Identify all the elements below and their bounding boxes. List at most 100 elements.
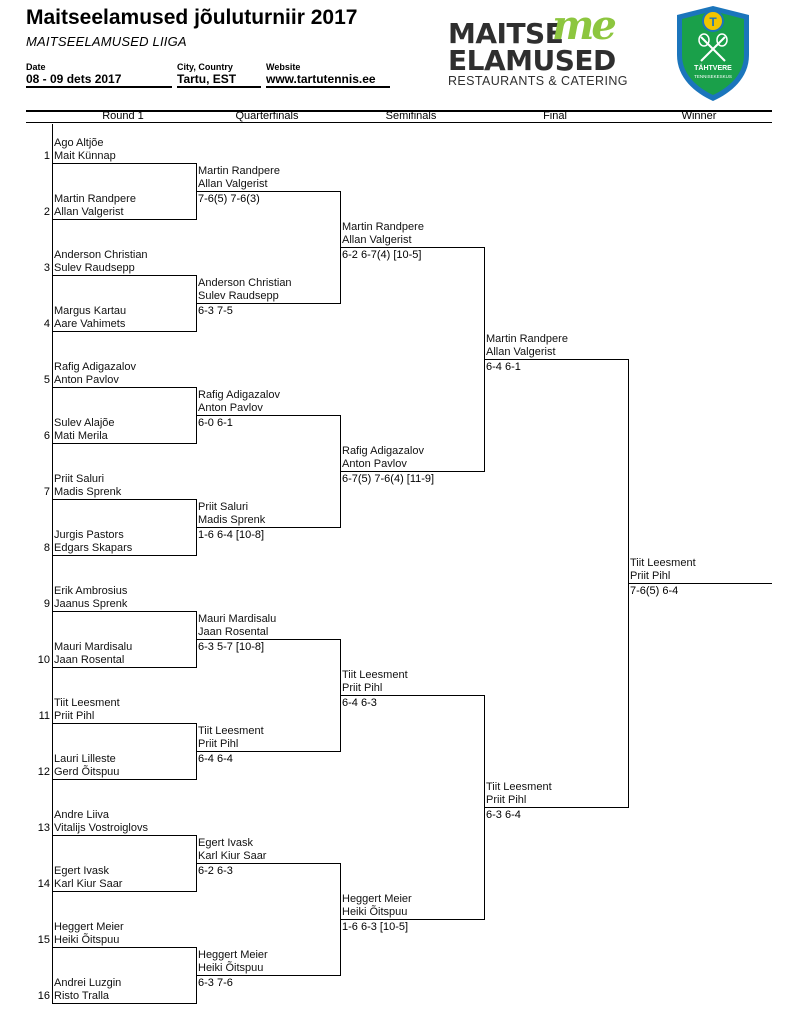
round1-line (52, 1003, 196, 1004)
qf-player: Priit Saluri (198, 501, 249, 513)
final-player: Tiit Leesment (486, 781, 552, 793)
qf-player: Martin Randpere (198, 165, 280, 177)
round1-partner: Aare Vahimets (54, 318, 126, 330)
round1-partner: Allan Valgerist (54, 206, 124, 218)
round1-line (52, 947, 196, 948)
round1-seed: 15 (37, 934, 50, 946)
final-line (484, 359, 628, 360)
round1-player: Margus Kartau (54, 305, 127, 317)
qf-partner: Karl Kiur Saar (198, 850, 267, 862)
round1-seed: 7 (43, 486, 50, 498)
sf-line (340, 919, 484, 920)
round1-line (52, 891, 196, 892)
round1-partner: Anton Pavlov (54, 374, 119, 386)
sf-partner: Anton Pavlov (342, 458, 407, 470)
sf-score: 1-6 6-3 [10-5] (342, 921, 409, 933)
sf-score: 6-4 6-3 (342, 697, 377, 709)
club-logo: T TÄHTVERE TENNISEKESKUS (673, 3, 753, 103)
round1-line (52, 275, 196, 276)
sf-partner: Heiki Õitspuu (342, 906, 408, 918)
sf-player: Heggert Meier (342, 893, 412, 905)
round1-player: Egert Ivask (54, 865, 110, 877)
sf-line (340, 471, 484, 472)
round1-seed: 6 (43, 430, 50, 442)
round-header-bottom-line (26, 122, 772, 123)
qf-partner: Anton Pavlov (198, 402, 263, 414)
round1-line (52, 219, 196, 220)
round1-seed: 8 (43, 542, 50, 554)
round1-seed: 2 (43, 206, 50, 218)
round1-line (52, 499, 196, 500)
date-value: 08 - 09 dets 2017 (26, 72, 122, 86)
sf-score: 6-2 6-7(4) [10-5] (342, 249, 422, 261)
round1-player: Anderson Christian (54, 249, 148, 261)
round1-partner: Vitalijs Vostroiglovs (54, 822, 148, 834)
round1-partner: Sulev Raudsepp (54, 262, 135, 274)
round1-line (52, 331, 196, 332)
round1-line (52, 611, 196, 612)
city-underline (177, 86, 261, 88)
round1-seed: 10 (37, 654, 50, 666)
qf-score: 1-6 6-4 [10-8] (198, 529, 265, 541)
sf-line (340, 247, 484, 248)
round-label-semifinals: Semifinals (385, 110, 437, 122)
final-player: Martin Randpere (486, 333, 568, 345)
round1-partner: Edgars Skapars (54, 542, 133, 554)
round1-line (52, 723, 196, 724)
round1-seed: 13 (37, 822, 50, 834)
round1-partner: Karl Kiur Saar (54, 878, 123, 890)
round-label-winner: Winner (681, 110, 717, 122)
winner-score: 7-6(5) 6-4 (630, 585, 679, 597)
qf-line (196, 191, 340, 192)
winner-line (628, 583, 772, 584)
round1-seed: 11 (38, 710, 50, 722)
sf-line (340, 695, 484, 696)
round1-seed: 1 (43, 150, 50, 162)
final-line (484, 807, 628, 808)
round1-player: Ago Altjõe (54, 137, 104, 149)
round1-line (52, 443, 196, 444)
round1-player: Tiit Leesment (54, 697, 120, 709)
round-header-top-line (26, 110, 772, 112)
qf-score: 6-3 5-7 [10-8] (198, 641, 265, 653)
round1-partner: Heiki Õitspuu (54, 934, 120, 946)
round1-player: Andre Liiva (54, 809, 110, 821)
qf-score: 7-6(5) 7-6(3) (198, 193, 260, 205)
winner-partner: Priit Pihl (630, 570, 671, 582)
round1-player: Priit Saluri (54, 473, 105, 485)
website-link[interactable]: www.tartutennis.ee (266, 72, 376, 86)
round1-seed: 3 (43, 262, 50, 274)
round1-partner: Madis Sprenk (54, 486, 122, 498)
round1-player: Mauri Mardisalu (54, 641, 133, 653)
sf-score: 6-7(5) 7-6(4) [11-9] (342, 473, 435, 485)
sponsor-line-2: ELAMUSED (448, 44, 616, 77)
round1-partner: Jaan Rosental (54, 654, 125, 666)
qf-line (196, 751, 340, 752)
qf-partner: Madis Sprenk (198, 514, 266, 526)
round-label-final: Final (543, 110, 567, 122)
sponsor-me-mark: me (552, 2, 617, 49)
round1-partner: Mati Merila (54, 430, 108, 442)
round1-partner: Priit Pihl (54, 710, 95, 722)
qf-score: 6-0 6-1 (198, 417, 233, 429)
round1-left-border (52, 124, 53, 1004)
round1-player: Jurgis Pastors (54, 529, 124, 541)
sf-player: Rafig Adigazalov (342, 445, 424, 457)
qf-player: Anderson Christian (198, 277, 292, 289)
round-label-quarterfinals: Quarterfinals (235, 110, 299, 122)
round1-player: Martin Randpere (54, 193, 136, 205)
round1-player: Lauri Lilleste (54, 753, 116, 765)
round1-partner: Jaanus Sprenk (54, 598, 128, 610)
round1-seed: 14 (37, 878, 50, 890)
date-label: Date (26, 62, 46, 72)
qf-line (196, 415, 340, 416)
round1-player: Sulev Alajõe (54, 417, 115, 429)
club-shield-icon: T (677, 6, 749, 101)
page-title: Maitseelamused jõuluturniir 2017 (26, 6, 358, 29)
website-label: Website (266, 62, 301, 72)
qf-partner: Heiki Õitspuu (198, 962, 264, 974)
round1-line (52, 779, 196, 780)
winner-player: Tiit Leesment (630, 557, 696, 569)
round1-player: Erik Ambrosius (54, 585, 128, 597)
